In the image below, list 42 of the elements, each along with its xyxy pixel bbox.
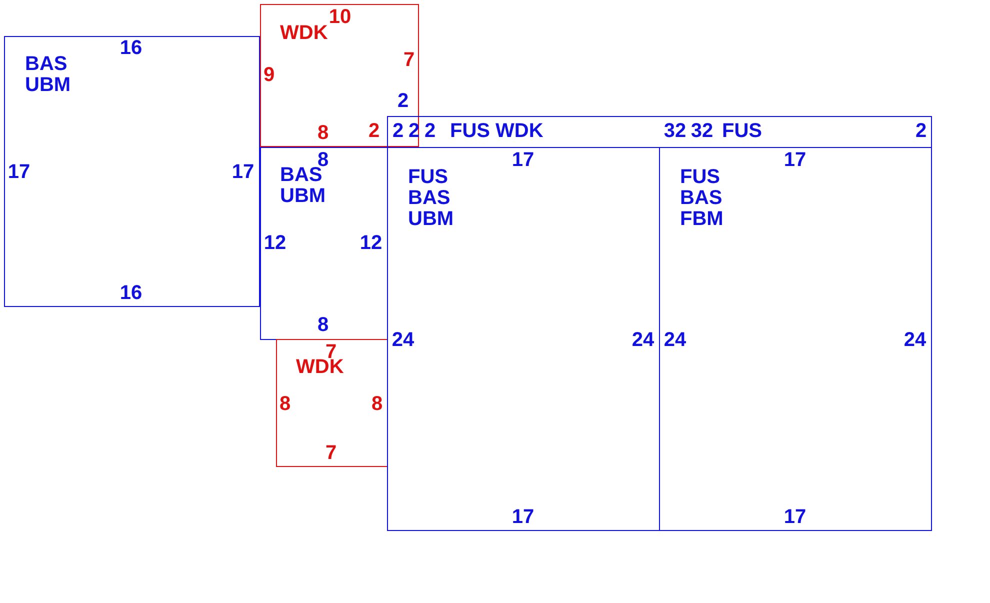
- dimension-value: 7: [325, 443, 337, 463]
- strip-outline: [387, 116, 932, 148]
- dimension-value: 12: [360, 233, 382, 253]
- room-label: FUS WDK: [450, 121, 544, 142]
- room-label: BAS UBM: [280, 165, 326, 207]
- room-label: FUS BAS UBM: [408, 167, 454, 230]
- dimension-value: 17: [512, 150, 534, 170]
- dimension-value: 12: [264, 233, 286, 253]
- dimension-value: 7: [403, 50, 415, 70]
- room-outline: [4, 36, 260, 307]
- room-label: BAS UBM: [25, 54, 71, 96]
- dimension-value: 2: [397, 91, 409, 111]
- dimension-value: 2: [368, 121, 380, 141]
- dimension-value: 32: [664, 121, 686, 141]
- dimension-value: 8: [317, 315, 329, 335]
- dimension-value: 2: [424, 121, 436, 141]
- room-outline: [260, 147, 388, 340]
- dimension-value: 8: [279, 394, 291, 414]
- dimension-value: 10: [328, 7, 352, 27]
- dimension-value: 17: [8, 162, 30, 182]
- dimension-value: 9: [263, 65, 275, 85]
- dimension-value: 8: [317, 123, 329, 143]
- room-label: FUS: [722, 121, 762, 142]
- dimension-value: 17: [232, 162, 254, 182]
- dimension-value: 32: [690, 121, 714, 141]
- room-outline: [276, 339, 388, 467]
- dimension-value: 24: [632, 330, 654, 350]
- room-label: WDK: [280, 23, 328, 44]
- dimension-value: 24: [392, 330, 414, 350]
- dimension-value: 24: [664, 330, 686, 350]
- dimension-value: 2: [915, 121, 927, 141]
- dimension-value: 17: [784, 150, 806, 170]
- dimension-value: 16: [120, 38, 142, 58]
- dimension-value: 2: [392, 121, 404, 141]
- dimension-value: 17: [512, 507, 534, 527]
- room-outline: [260, 4, 419, 147]
- dimension-value: 8: [371, 394, 383, 414]
- room-outline: [659, 147, 932, 531]
- dimension-value: 24: [904, 330, 926, 350]
- room-label: FUS BAS FBM: [680, 167, 724, 230]
- dimension-value: 17: [784, 507, 806, 527]
- dimension-value: 16: [120, 283, 142, 303]
